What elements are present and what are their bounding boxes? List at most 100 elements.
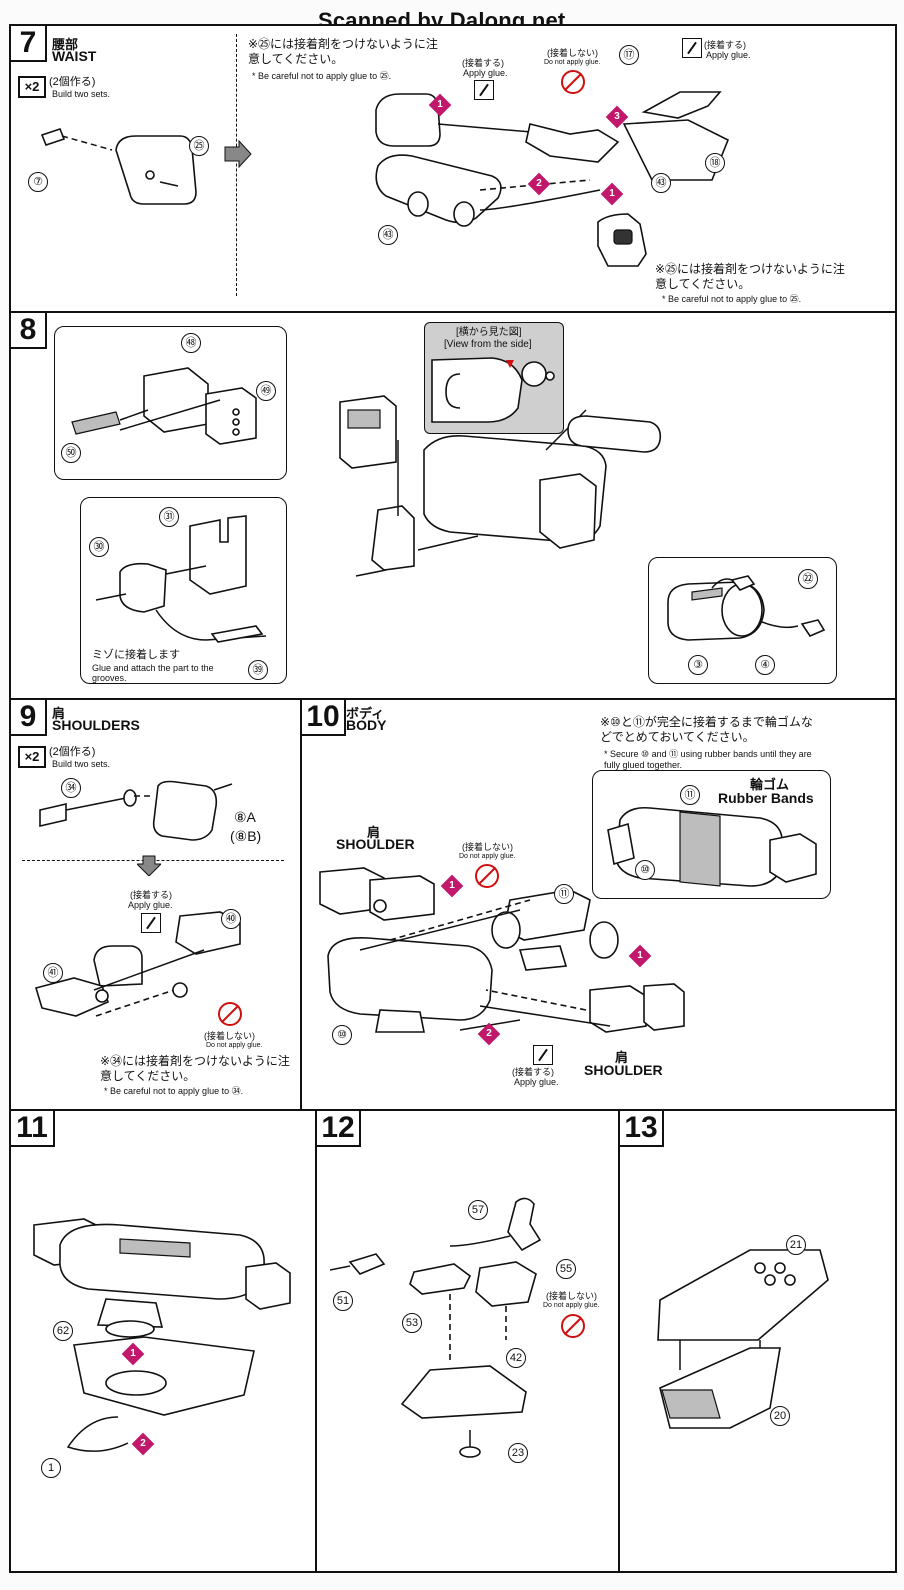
step9-build-jp: (2個作る) bbox=[49, 746, 96, 758]
step8-part30-31-39 bbox=[95, 515, 267, 643]
step8-part-31: ㉛ bbox=[159, 507, 179, 527]
step11-part-62: 62 bbox=[53, 1321, 73, 1341]
step7-x2-badge: ×2 bbox=[18, 76, 46, 98]
step10-shoulder-en: SHOULDER bbox=[336, 836, 415, 852]
step9-glue-en: Apply glue. bbox=[128, 900, 173, 910]
step10-title-jp: ボディ bbox=[346, 706, 385, 721]
step7-noglue-en: Do not apply glue. bbox=[544, 59, 601, 66]
step12-part-53: 53 bbox=[402, 1313, 422, 1333]
glue-icon bbox=[141, 913, 161, 933]
step9-number: 9 bbox=[9, 698, 47, 736]
step10-note-en: * Secure ⑩ and ⑪ using rubber bands unti… bbox=[604, 749, 812, 770]
step12-part-57: 57 bbox=[468, 1200, 488, 1220]
step9-note-jp: ※㉞には接着剤をつけないように注意してください。 bbox=[100, 1054, 290, 1083]
step12-noglue-jp: (接着しない) bbox=[546, 1291, 597, 1301]
step8-part-49: ㊾ bbox=[256, 381, 276, 401]
step10-shoulder-jp: 肩 bbox=[367, 825, 381, 840]
step11-seq-1: 1 bbox=[121, 1342, 145, 1366]
step8-part-3: ③ bbox=[688, 655, 708, 675]
step8-part3-4-22 bbox=[667, 575, 826, 641]
step7-seq-2: 2 bbox=[527, 172, 551, 196]
step9-build-en: Build two sets. bbox=[52, 759, 111, 769]
step7-seq-3: 3 bbox=[605, 105, 629, 129]
step10-noglue-jp: (接着しない) bbox=[462, 842, 513, 852]
step13-part-21: 21 bbox=[786, 1235, 806, 1255]
step7-note-top-en: * Be careful not to apply glue to ㉕. bbox=[252, 71, 392, 81]
step8-part-4: ④ bbox=[755, 655, 775, 675]
step10-rubber-illustration bbox=[607, 806, 817, 887]
step7-number: 7 bbox=[9, 24, 47, 62]
step9-noglue-jp: (接着しない) bbox=[204, 1031, 255, 1041]
step7-part-25: ㉕ bbox=[189, 136, 209, 156]
step7-note-bottom-jp: ※㉕には接着剤をつけないように注意してください。 bbox=[655, 262, 845, 291]
step7-noglue-jp: (接着しない) bbox=[547, 48, 598, 58]
step8-view-en: [View from the side] bbox=[444, 339, 532, 350]
step7-glue2-en: Apply glue. bbox=[706, 50, 751, 60]
step9-part-8b: (⑧B) bbox=[230, 828, 262, 844]
step12-panel bbox=[315, 1109, 621, 1573]
step9-panel bbox=[9, 698, 303, 1112]
no-glue-icon bbox=[218, 1002, 242, 1026]
step10-noglue-en: Do not apply glue. bbox=[459, 853, 516, 860]
step7-seq-1: 1 bbox=[428, 93, 452, 117]
step10-rubber-en: Rubber Bands bbox=[718, 790, 814, 806]
glue-icon bbox=[682, 38, 702, 58]
step12-part-51: 51 bbox=[333, 1291, 353, 1311]
step7-seq-1b: 1 bbox=[600, 182, 624, 206]
step9-note-en: * Be careful not to apply glue to ㉞. bbox=[104, 1086, 244, 1096]
step10-glue-en: Apply glue. bbox=[514, 1077, 559, 1087]
step8-part-30: ㉚ bbox=[89, 537, 109, 557]
step8-part-39: ㊴ bbox=[248, 660, 268, 680]
step8-view-jp: [横から見た図] bbox=[456, 327, 522, 338]
step9-down-arrow bbox=[137, 855, 161, 876]
step8-part-48: ㊽ bbox=[181, 333, 201, 353]
step10-part-11-callout: ⑪ bbox=[680, 785, 700, 805]
step7-part-43a: ㊸ bbox=[651, 173, 671, 193]
step7-part-18: ⑱ bbox=[705, 153, 725, 173]
step8-number: 8 bbox=[9, 311, 47, 349]
step8-side-view-illustration bbox=[431, 357, 555, 423]
step10-title-en: BODY bbox=[346, 717, 387, 733]
no-glue-icon bbox=[561, 70, 585, 94]
step10-shoulder2-jp: 肩 bbox=[615, 1050, 629, 1065]
step10-rubber-jp: 輪ゴム bbox=[750, 777, 790, 792]
step9-part-40: ㊵ bbox=[221, 909, 241, 929]
no-glue-icon bbox=[475, 864, 499, 888]
step10-glue-jp: (接着する) bbox=[512, 1067, 554, 1077]
step7-divider bbox=[236, 34, 237, 296]
step9-title-jp: 肩 bbox=[52, 706, 66, 721]
step10-seq-1a: 1 bbox=[440, 874, 464, 898]
step10-body-assembly bbox=[319, 867, 685, 1033]
step8-callout-left bbox=[80, 497, 287, 684]
step7-flow-arrow bbox=[224, 140, 252, 168]
step8-part-22: ㉒ bbox=[798, 569, 818, 589]
step7-waist-subassembly bbox=[40, 128, 197, 205]
step7-title-en: WAIST bbox=[52, 48, 97, 64]
step11-assembly bbox=[33, 1218, 291, 1452]
step12-noglue-en: Do not apply glue. bbox=[543, 1302, 600, 1309]
step10-shoulder2-en: SHOULDER bbox=[584, 1062, 663, 1078]
step9-part-8a: ⑧A bbox=[234, 809, 256, 825]
step7-note-top-jp: ※㉕には接着剤をつけないように注意してください。 bbox=[248, 37, 438, 66]
step10-part-10: ⑩ bbox=[332, 1025, 352, 1045]
step11-part-1: 1 bbox=[41, 1458, 61, 1478]
step7-part-7: ⑦ bbox=[28, 172, 48, 192]
step7-part-17: ⑰ bbox=[619, 45, 639, 65]
step8-groove-en: Glue and attach the part to the grooves. bbox=[92, 663, 214, 683]
step13-number: 13 bbox=[618, 1109, 664, 1147]
step12-part-23: 23 bbox=[508, 1443, 528, 1463]
step9-glue-jp: (接着する) bbox=[130, 890, 172, 900]
step9-x2-badge: ×2 bbox=[18, 746, 46, 768]
step12-number: 12 bbox=[315, 1109, 361, 1147]
step13-panel bbox=[618, 1109, 897, 1573]
step7-waist-assembly bbox=[375, 91, 730, 267]
step7-glue-en: Apply glue. bbox=[463, 68, 508, 78]
step9-part-34: ㉞ bbox=[61, 778, 81, 798]
step7-title-jp: 腰部 bbox=[52, 37, 79, 52]
step8-groove-jp: ミゾに接着します bbox=[92, 649, 180, 661]
step12-part-42: 42 bbox=[506, 1348, 526, 1368]
step9-part-41: ㊶ bbox=[43, 963, 63, 983]
step9-shoulder-subassembly bbox=[39, 780, 233, 841]
step10-seq-1b: 1 bbox=[628, 944, 652, 968]
